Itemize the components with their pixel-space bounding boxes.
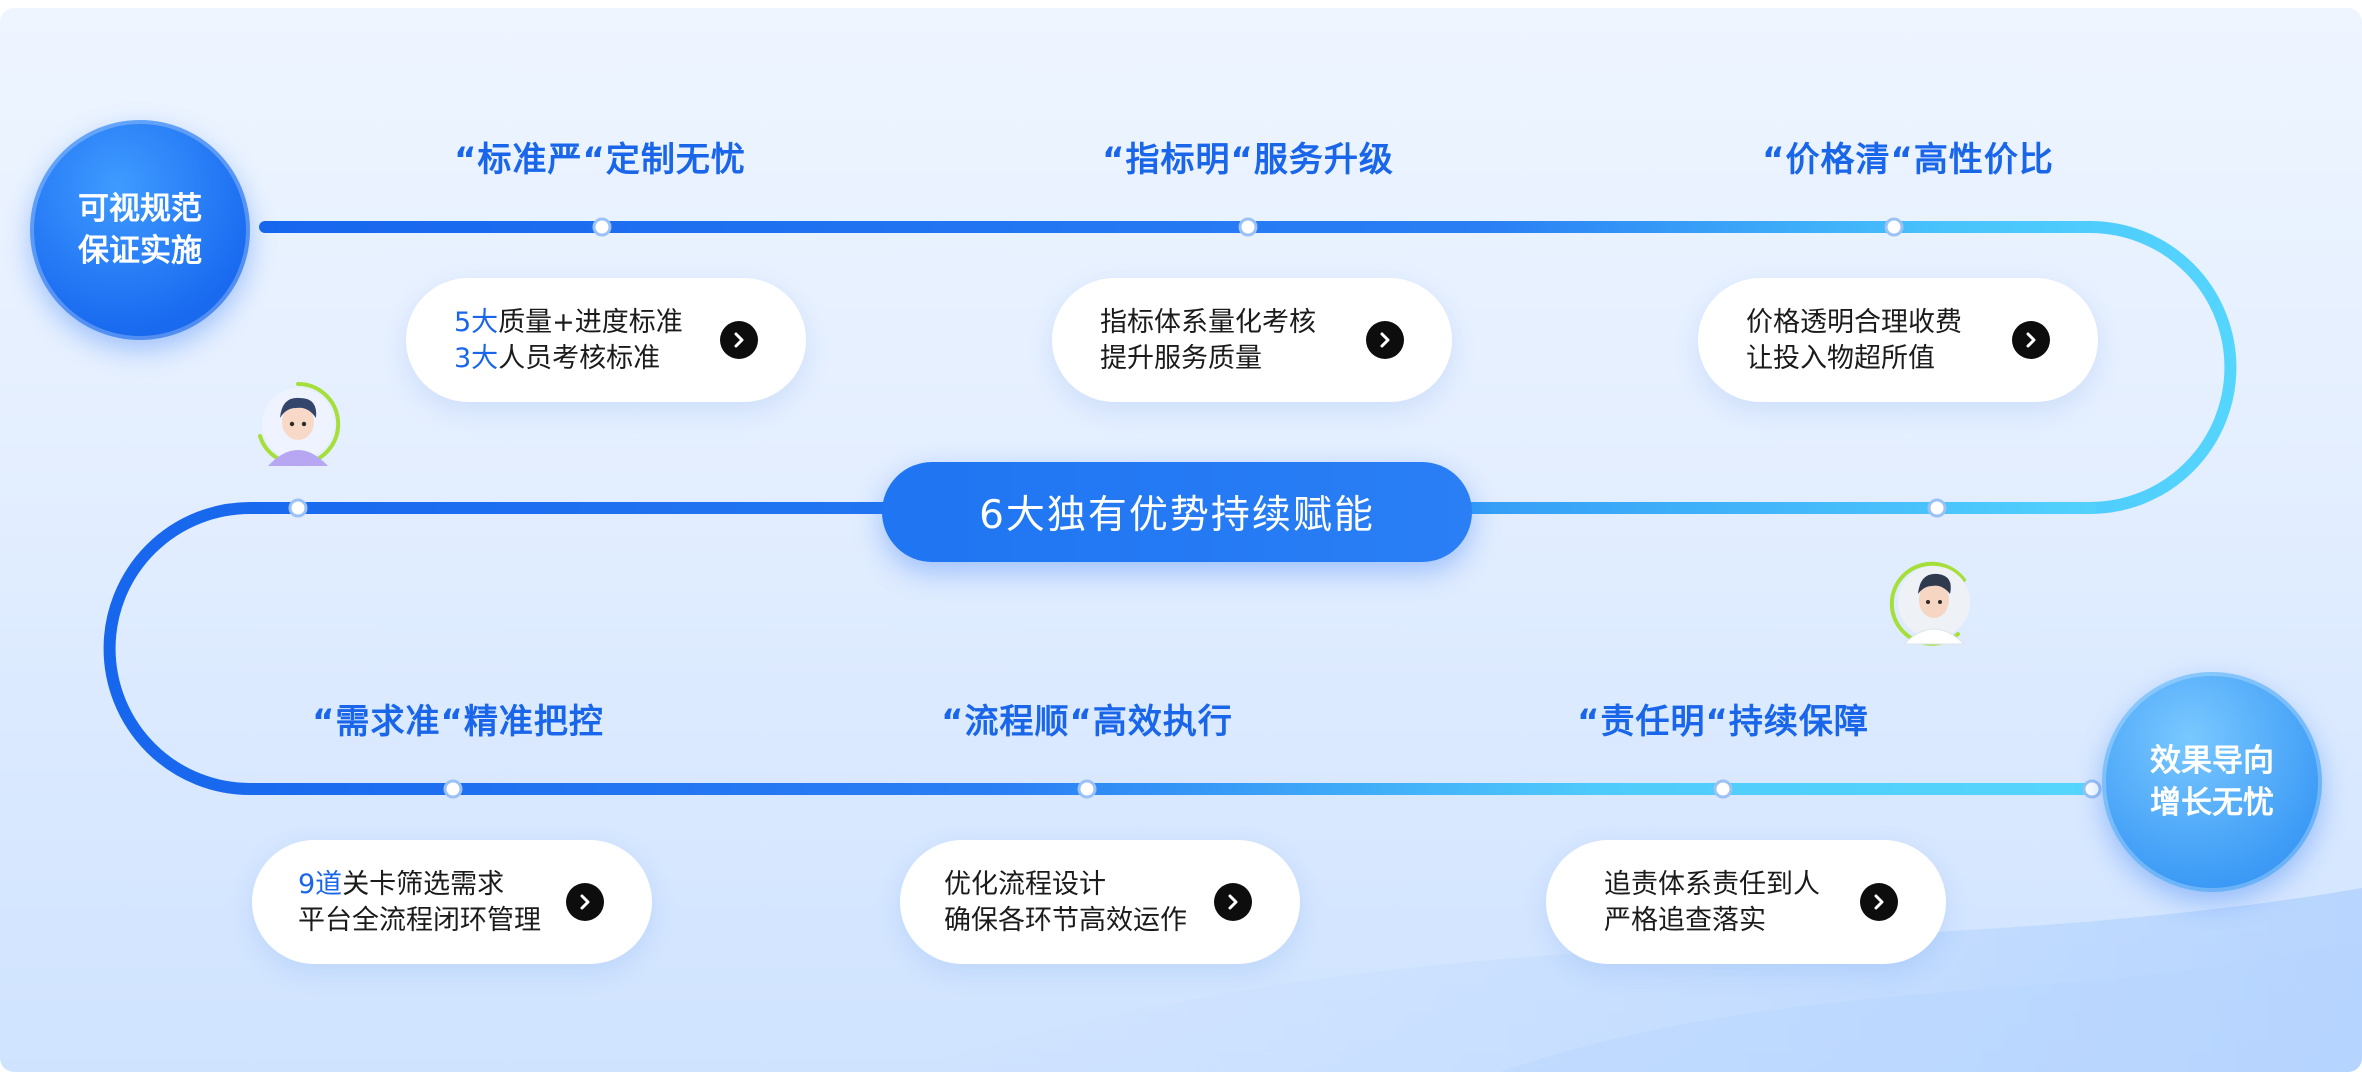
step-title-3: “价格清“高性价比 [1762,140,2054,180]
track-node [592,217,612,237]
track-node [1238,217,1258,237]
chevron-right-icon[interactable] [720,321,758,359]
card-line: 追责体系责任到人 [1604,869,1820,900]
chevron-right-icon[interactable] [566,883,604,921]
card-line: 平台全流程闭环管理 [298,905,541,936]
card-highlight: 9道 [298,869,343,900]
step-title-2: “指标明“服务升级 [1102,140,1394,180]
track-node [288,498,308,518]
step-title-5: “流程顺“高效执行 [941,702,1233,742]
card-line: 价格透明合理收费 [1746,307,1962,338]
step-title-4: “需求准“精准把控 [312,702,604,742]
card-line: 关卡筛选需求 [342,869,505,900]
end-circle-label: 效果导向 增长无忧 [2150,743,2274,821]
step-card-5[interactable]: 优化流程设计 确保各环节高效运作 [900,840,1300,964]
track-top [259,221,2237,514]
card-line: 人员考核标准 [498,343,661,374]
step-title-6: “责任明“持续保障 [1577,702,1869,742]
card-highlight: 3大 [454,343,499,374]
center-banner: 6大独有优势持续赋能 [882,462,1472,562]
end-circle: 效果导向 增长无忧 [2102,672,2322,892]
step-card-2[interactable]: 指标体系量化考核 提升服务质量 [1052,278,1452,402]
card-line: 严格追查落实 [1604,905,1766,936]
card-line: 优化流程设计 [944,869,1106,900]
track-node [443,779,463,799]
avatar-boy-icon [258,381,341,466]
step-title-1: “标准严“定制无忧 [454,140,746,180]
step-card-6[interactable]: 追责体系责任到人 严格追查落实 [1546,840,1946,964]
track-node [1713,779,1733,799]
background-wave [900,888,2362,1072]
card-highlight: 5大 [454,307,499,338]
avatar-man-icon [1889,561,1970,646]
center-banner-label: 6大独有优势持续赋能 [979,493,1375,538]
track-node [1927,498,1947,518]
start-circle: 可视规范 保证实施 [30,120,250,340]
step-card-3[interactable]: 价格透明合理收费 让投入物超所值 [1698,278,2098,402]
chevron-right-icon[interactable] [1214,883,1252,921]
process-diagram: 可视规范 保证实施 效果导向 增长无忧 “标准严“定制无忧 “指标明“服务升级 … [0,8,2362,1072]
step-card-4[interactable]: 9道关卡筛选需求 平台全流程闭环管理 [252,840,652,964]
chevron-right-icon[interactable] [1860,883,1898,921]
chevron-right-icon[interactable] [2012,321,2050,359]
track-node [1077,779,1097,799]
chevron-right-icon[interactable] [1366,321,1404,359]
card-line: 质量+进度标准 [498,307,683,338]
card-line: 提升服务质量 [1100,343,1262,374]
card-line: 指标体系量化考核 [1100,307,1316,338]
card-line: 确保各环节高效运作 [944,905,1187,936]
track-node [2082,779,2102,799]
track-middle [103,502,2096,795]
start-circle-label: 可视规范 保证实施 [78,191,202,269]
step-card-1[interactable]: 5大质量+进度标准 3大人员考核标准 [406,278,806,402]
card-line: 让投入物超所值 [1746,343,1935,374]
flow-track [103,217,2237,799]
track-node [1884,217,1904,237]
